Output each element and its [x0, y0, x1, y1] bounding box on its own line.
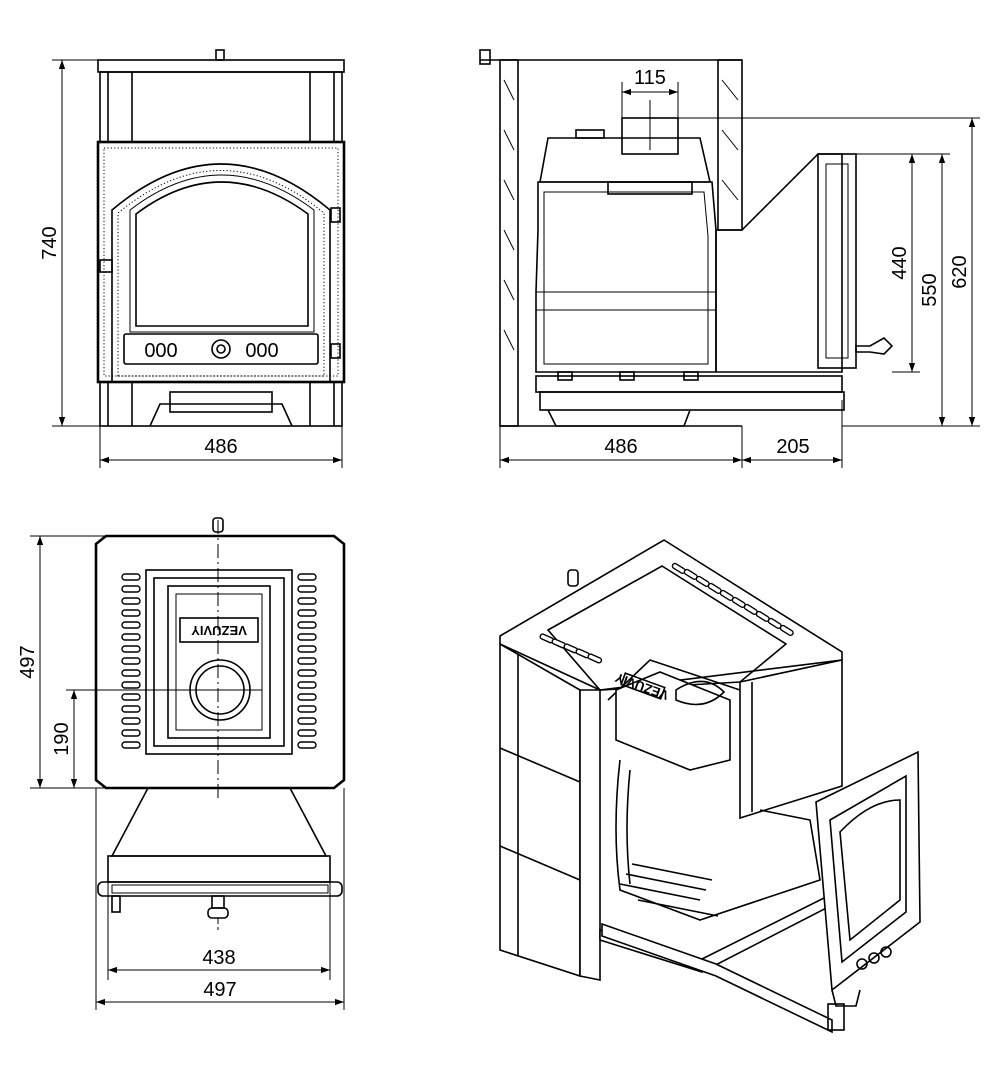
side-door-protrusion-label: 205: [776, 436, 809, 458]
front-height-label: 740: [39, 226, 61, 259]
isometric-view: VEZUVIY: [499, 539, 921, 1034]
iso-vents: [539, 562, 794, 664]
top-overall-width-label: 497: [203, 979, 236, 1001]
side-depth-label: 486: [604, 436, 637, 458]
side-door-height-label: 440: [889, 246, 911, 279]
top-depth-label: 497: [17, 645, 39, 678]
side-door-top-label: 550: [919, 273, 941, 306]
side-flue-width-label: 115: [634, 67, 666, 89]
top-flue-offset-label: 190: [51, 722, 73, 755]
top-hood-width-label: 438: [202, 947, 235, 969]
front-view: 000 000 740 486: [39, 49, 346, 468]
side-flue-top-label: 620: [949, 255, 971, 288]
top-brand-marking: VEZUVIY: [191, 623, 247, 638]
door-marking-right: 000: [245, 340, 278, 362]
top-vents: [121, 573, 317, 749]
side-view: 115 486 205 440 550 620: [479, 49, 980, 468]
front-width-label: 486: [204, 436, 237, 458]
door-marking-left: 000: [144, 340, 177, 362]
top-view: VEZUVIY: [17, 517, 346, 1010]
